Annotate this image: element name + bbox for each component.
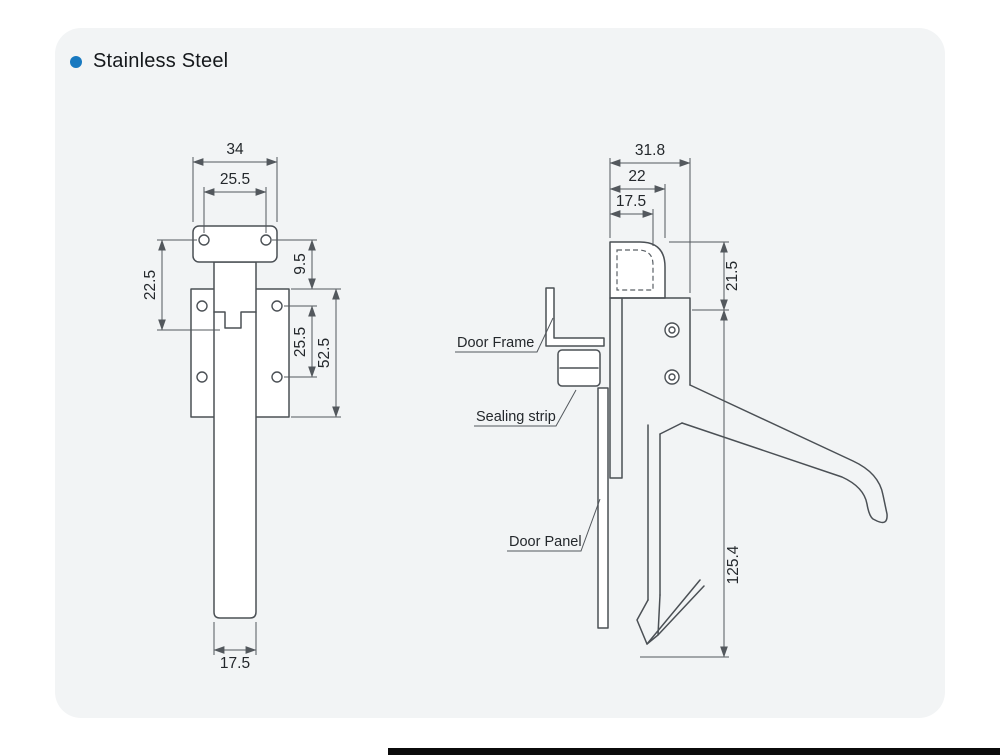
lever-link [659, 422, 683, 435]
door-frame-label: Door Frame [457, 335, 534, 351]
side-door-frame [545, 287, 605, 347]
dim-left-height: 22.5 [142, 239, 220, 331]
dim-value: 31.8 [635, 142, 665, 159]
extension-lines [609, 158, 691, 293]
dim-value: 125.4 [725, 545, 742, 584]
body-outline [609, 297, 691, 479]
side-cam-hook [636, 424, 705, 645]
leader-line [455, 317, 554, 353]
side-view: 31.8 22 17.5 21.5 125.4 [455, 142, 888, 658]
dim-value: 22 [628, 168, 645, 185]
label-door-frame: Door Frame [455, 317, 554, 353]
pivot-pin-center [668, 373, 676, 381]
screw-hole [260, 234, 272, 246]
dim-cap-depth: 22 [609, 168, 666, 238]
dim-value: 21.5 [724, 261, 741, 291]
label-sealing-strip: Sealing strip [474, 389, 577, 427]
screw-hole [271, 300, 283, 312]
dim-value: 25.5 [220, 171, 250, 188]
side-strike-cap-hidden-edges [616, 249, 654, 291]
door-panel-label: Door Panel [509, 534, 582, 550]
hook-foot [636, 594, 661, 645]
screw-hole [271, 371, 283, 383]
dim-offset: 9.5 [272, 239, 317, 290]
page-title: Stainless Steel [93, 50, 229, 72]
bullet-icon [70, 55, 82, 68]
side-handle-lever [659, 384, 888, 524]
dim-value: 25.5 [292, 327, 309, 357]
lever-outline [681, 384, 888, 524]
bottom-edge-bar [388, 748, 1000, 755]
screw-hole [198, 234, 210, 246]
screw-hole [196, 371, 208, 383]
pivot-pin-center [668, 326, 676, 334]
dim-value: 17.5 [616, 193, 646, 210]
side-door-panel [597, 387, 609, 629]
dim-top-width: 34 [192, 141, 278, 222]
dim-value: 17.5 [220, 655, 250, 672]
dim-total-height: 125.4 [640, 309, 742, 658]
front-view: 34 25.5 22.5 9.5 25.5 [142, 141, 341, 672]
side-latch-body [609, 297, 691, 479]
dim-value: 9.5 [292, 253, 309, 275]
front-top-plate [192, 225, 278, 263]
dim-plate-height: 52.5 [291, 288, 341, 418]
dim-top-height: 21.5 [669, 241, 741, 311]
leader-line [507, 498, 601, 552]
header: Stainless Steel [70, 50, 228, 73]
extension-lines [192, 157, 278, 222]
dim-hole-row-spacing: 25.5 [284, 305, 317, 378]
dim-hole-spacing: 25.5 [203, 171, 267, 233]
hook-kick [646, 579, 705, 645]
front-top-plate-screw-holes [198, 234, 272, 246]
dim-bottom-width: 17.5 [213, 622, 257, 672]
leader-line [474, 389, 577, 427]
label-door-panel: Door Panel [507, 498, 601, 552]
pivot-pin [664, 322, 680, 338]
front-plate-screw-holes [196, 300, 283, 383]
dim-total-depth: 31.8 [609, 142, 691, 293]
front-latch-notch [213, 311, 257, 329]
screw-hole [196, 300, 208, 312]
dim-value: 34 [226, 141, 244, 158]
dim-inner-depth: 17.5 [609, 193, 654, 246]
extension-lines [669, 241, 729, 311]
dim-value: 22.5 [142, 270, 159, 300]
cam-bar [647, 424, 661, 601]
sealing-strip-label: Sealing strip [476, 409, 556, 425]
dim-value: 52.5 [316, 338, 333, 368]
front-handle-stem [213, 261, 257, 619]
pivot-pin [664, 369, 680, 385]
